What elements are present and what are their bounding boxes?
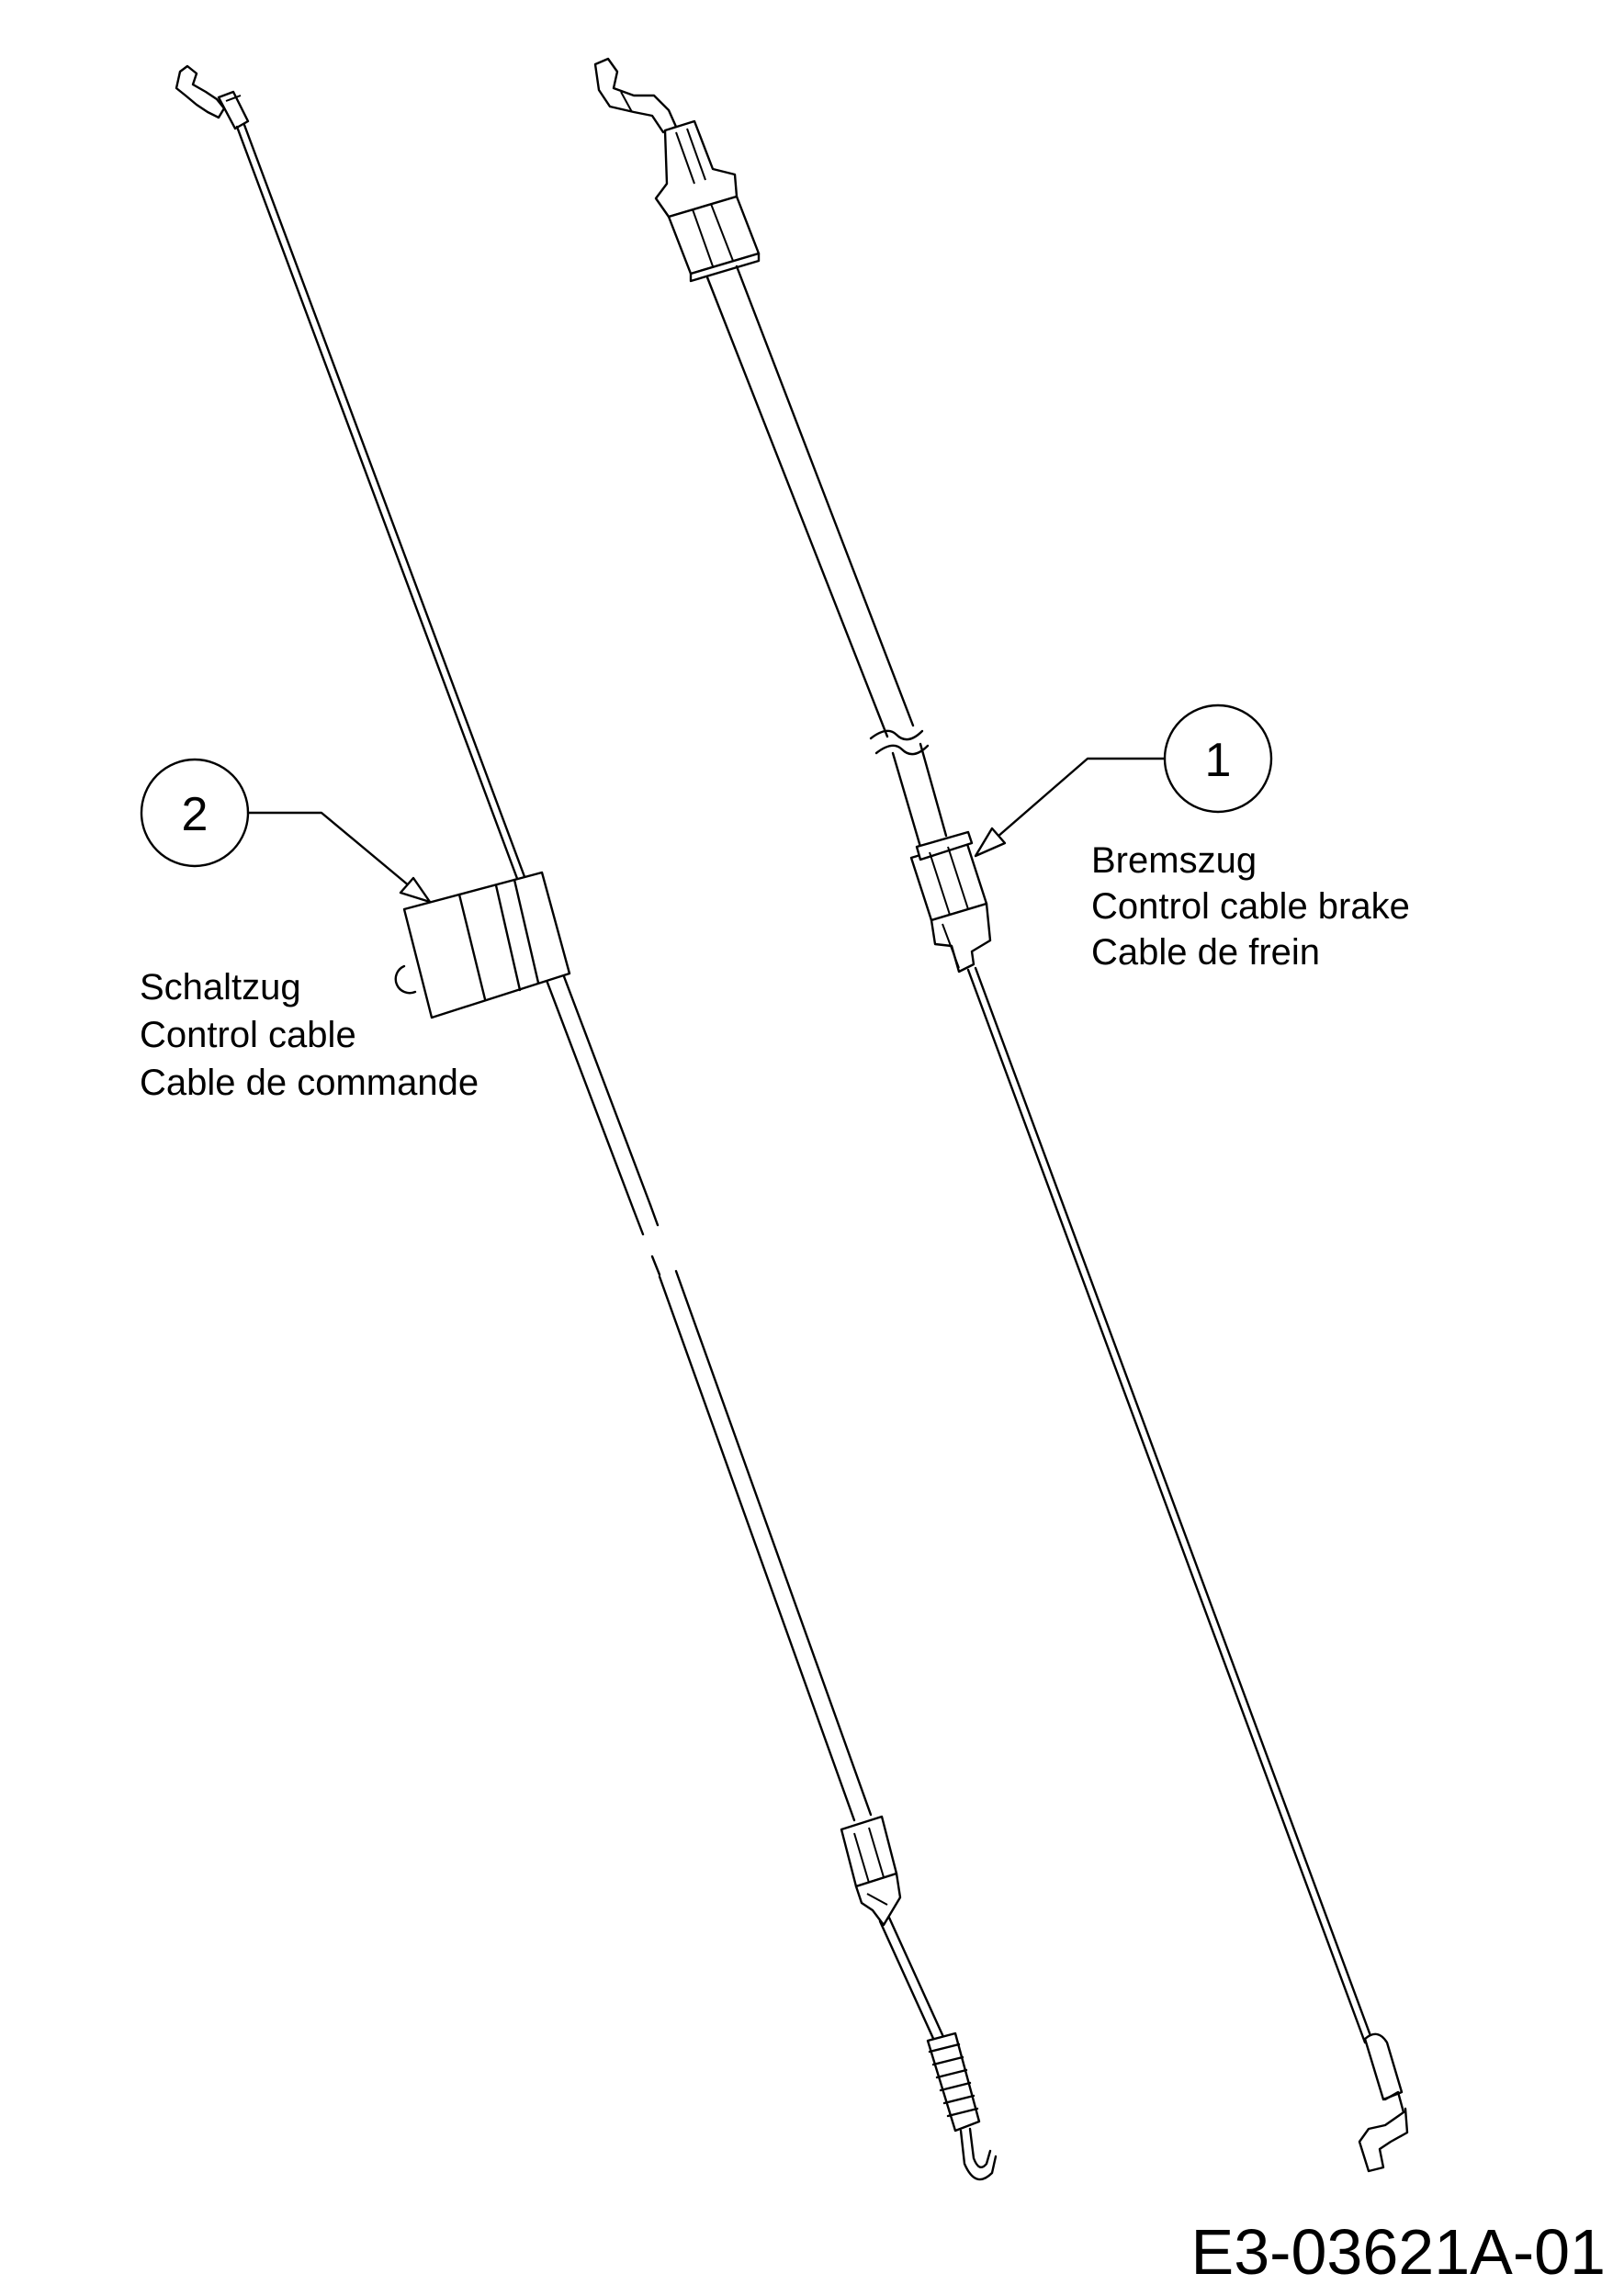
callout-1-leader [988, 757, 1167, 845]
callout-1-label-en: Control cable brake [1091, 886, 1410, 927]
control-cable-lower-ferrule [840, 1815, 902, 1927]
callout-1-label-fr: Cable de frein [1091, 932, 1320, 973]
callout-2-label-en: Control cable [140, 1015, 356, 1055]
brake-cable-bottom-hook [1358, 2090, 1409, 2173]
brake-cable-part-1 [593, 57, 1409, 2173]
callout-2-leader [246, 811, 417, 893]
callout-2-arrowhead [399, 876, 432, 904]
callout-2-label-fr: Cable de commande [140, 1063, 479, 1103]
callout-2-number: 2 [182, 788, 209, 841]
control-cable-top-hook [175, 64, 226, 119]
callout-1-label-de: Bremszug [1091, 840, 1257, 881]
brake-cable-top-hook [593, 57, 678, 134]
control-cable-spring [926, 2032, 981, 2133]
drawing-number: E3-03621A-01 [1191, 2216, 1606, 2288]
brake-cable-top-ferrule [654, 119, 761, 283]
callout-1-arrowhead [974, 827, 1007, 858]
brake-cable-bottom-end [1363, 2032, 1404, 2101]
brake-cable-lower-ferrule [909, 830, 992, 974]
control-cable-bottom-hook [959, 2129, 998, 2181]
control-cable-part-2 [175, 64, 998, 2181]
callout-1: 1 Bremszug Control cable brake Cable de … [974, 703, 1410, 973]
callout-2: 2 Schaltzug Control cable Cable de comma… [140, 758, 479, 1103]
cable-clip [394, 871, 571, 1019]
callout-2-label-de: Schaltzug [140, 967, 301, 1007]
callout-1-number: 1 [1205, 734, 1232, 787]
